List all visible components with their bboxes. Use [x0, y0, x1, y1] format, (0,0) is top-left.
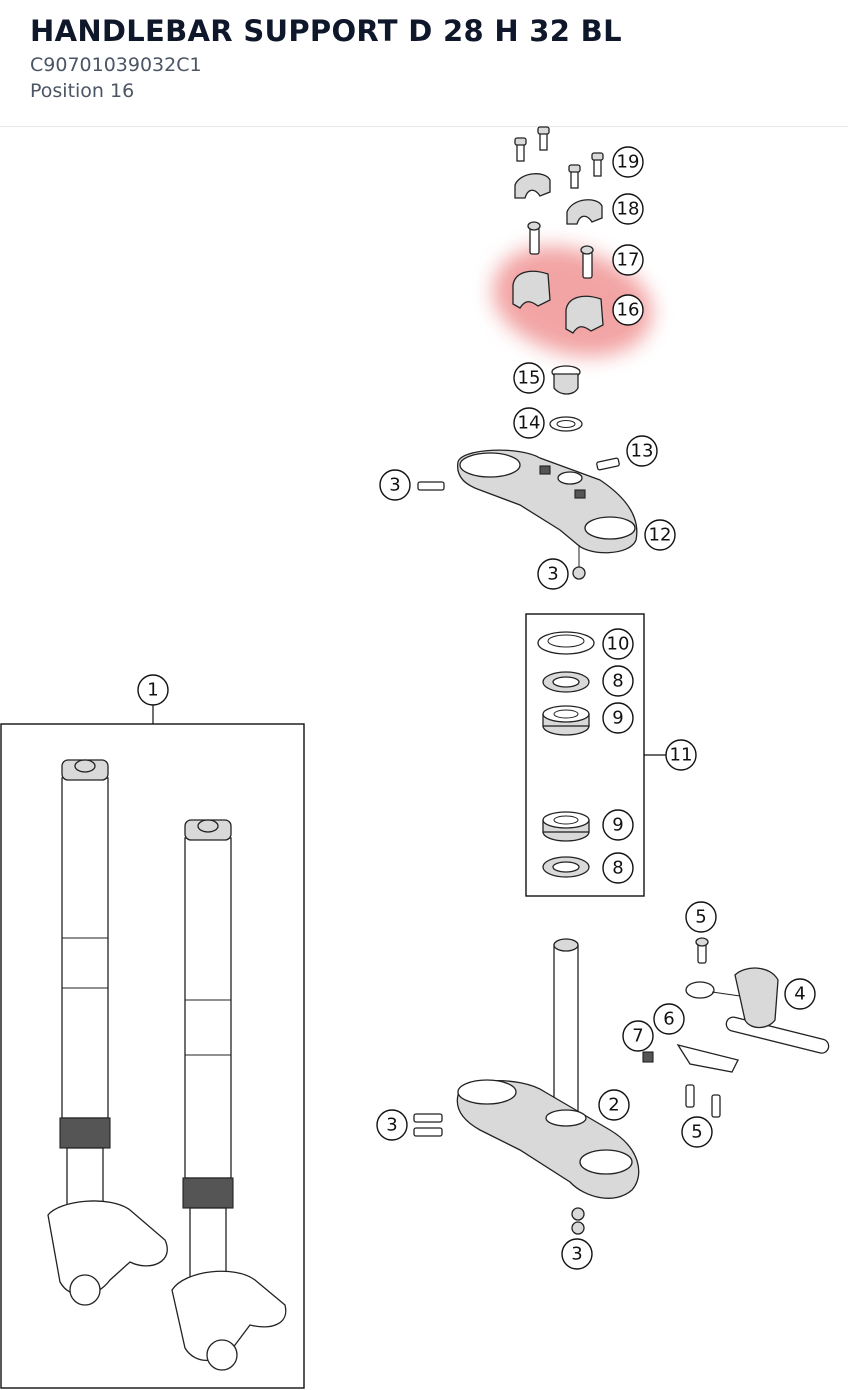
- nut-7: [642, 1051, 654, 1063]
- bolts-5-bottom: [685, 1084, 721, 1118]
- callout-3-d-label: 3: [571, 1244, 582, 1265]
- part-position: Position 16: [30, 80, 135, 102]
- callout-2-label: 2: [608, 1095, 619, 1116]
- callout-15[interactable]: 15: [513, 362, 545, 394]
- callout-18[interactable]: 18: [612, 193, 644, 225]
- callout-3-c-label: 3: [386, 1115, 397, 1136]
- callout-14-label: 14: [518, 413, 541, 434]
- callout-17[interactable]: 17: [612, 244, 644, 276]
- bearing-9-top: [542, 705, 590, 736]
- callout-8-b-label: 8: [612, 858, 623, 879]
- handlebar-support-16: [512, 270, 604, 334]
- callout-3-d[interactable]: 3: [561, 1238, 593, 1270]
- part-title: HANDLEBAR SUPPORT D 28 H 32 BL: [30, 14, 622, 48]
- callout-19[interactable]: 19: [612, 146, 644, 178]
- callout-3-a-label: 3: [389, 475, 400, 496]
- callout-2[interactable]: 2: [598, 1089, 630, 1121]
- callout-19-label: 19: [617, 152, 640, 173]
- callout-11[interactable]: 11: [665, 739, 697, 771]
- callout-12-label: 12: [649, 525, 672, 546]
- callout-8-b[interactable]: 8: [602, 852, 634, 884]
- callout-1-label: 1: [147, 680, 158, 701]
- callout-13-label: 13: [631, 441, 654, 462]
- callout-6-label: 6: [663, 1009, 674, 1030]
- callout-16-label: 16: [617, 300, 640, 321]
- upper-triple-clamp-12: [456, 449, 638, 554]
- callout-9-b-label: 9: [612, 815, 623, 836]
- callout-6[interactable]: 6: [653, 1003, 685, 1035]
- callout-9-a[interactable]: 9: [602, 702, 634, 734]
- page-header: HANDLEBAR SUPPORT D 28 H 32 BL C90701039…: [0, 0, 848, 127]
- callout-3-b-label: 3: [547, 564, 558, 585]
- bracket-6: [676, 1043, 739, 1073]
- bolts-17: [527, 221, 594, 279]
- bolts-3-lower-bottom: [571, 1207, 585, 1235]
- clamp-bolts-19: [514, 126, 604, 189]
- callout-1[interactable]: 1: [137, 674, 169, 706]
- handlebar-clamp-18: [514, 173, 603, 225]
- callout-7[interactable]: 7: [622, 1020, 654, 1052]
- callout-8-a[interactable]: 8: [602, 665, 634, 697]
- bearing-9-bottom: [542, 811, 590, 842]
- callout-3-a[interactable]: 3: [379, 469, 411, 501]
- callout-7-label: 7: [632, 1026, 643, 1047]
- callout-3-b[interactable]: 3: [537, 558, 569, 590]
- callout-4-label: 4: [794, 984, 805, 1005]
- callout-12[interactable]: 12: [644, 519, 676, 551]
- seal-8-top: [542, 671, 590, 693]
- bolt-5-top: [695, 937, 709, 964]
- bolt-13: [596, 457, 620, 471]
- callout-15-label: 15: [518, 368, 541, 389]
- callout-5-a-label: 5: [695, 907, 706, 928]
- bolt-3-upper-left: [417, 481, 445, 491]
- cap-15: [551, 365, 581, 395]
- callout-8-a-label: 8: [612, 671, 623, 692]
- callout-10[interactable]: 10: [602, 628, 634, 660]
- steering-damper-4: [685, 967, 830, 1054]
- washer-14: [549, 416, 583, 432]
- part-number: C90701039032C1: [30, 54, 202, 76]
- callout-18-label: 18: [617, 199, 640, 220]
- callout-17-label: 17: [617, 250, 640, 271]
- callout-14[interactable]: 14: [513, 407, 545, 439]
- callout-3-c[interactable]: 3: [376, 1109, 408, 1141]
- callout-5-b[interactable]: 5: [681, 1116, 713, 1148]
- callout-16[interactable]: 16: [612, 294, 644, 326]
- callout-9-b[interactable]: 9: [602, 809, 634, 841]
- bolt-3-upper-bottom: [572, 545, 586, 580]
- fork-leg-left: [47, 759, 168, 1306]
- callout-5-a[interactable]: 5: [685, 901, 717, 933]
- seal-8-bottom: [542, 856, 590, 878]
- bolts-3-lower-left: [413, 1113, 443, 1137]
- bearing-10: [537, 631, 595, 655]
- steering-stem-2: [456, 938, 640, 1199]
- callout-10-label: 10: [607, 634, 630, 655]
- fork-leg-right: [171, 819, 287, 1371]
- callout-13[interactable]: 13: [626, 435, 658, 467]
- callout-4[interactable]: 4: [784, 978, 816, 1010]
- callout-9-a-label: 9: [612, 708, 623, 729]
- callout-11-label: 11: [670, 745, 693, 766]
- callout-5-b-label: 5: [691, 1122, 702, 1143]
